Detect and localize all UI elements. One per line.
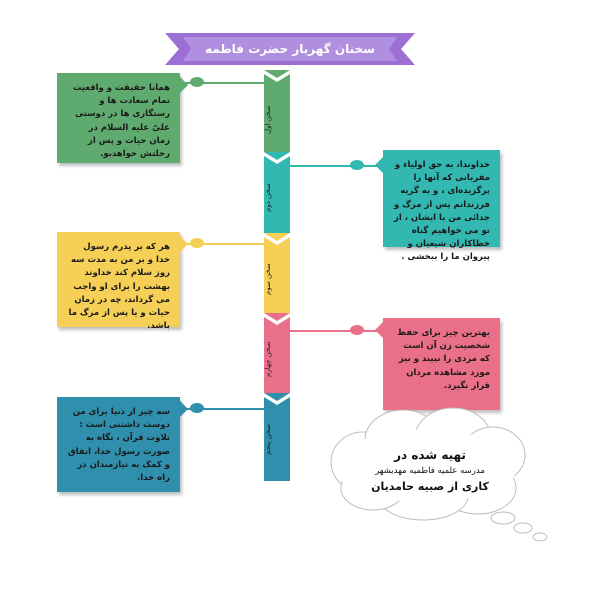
quote-box-2: خداوندا، به حق اولیاء و مقربانی که آنها … — [383, 150, 500, 262]
connector-4 — [290, 330, 380, 332]
connector-2 — [290, 165, 380, 167]
title-banner — [165, 33, 415, 65]
spine-segment-1: سخن اول — [264, 70, 290, 158]
quote-box-4-pointer — [375, 322, 383, 338]
quote-text-4: بهترین چیز برای حفظ شخصیت زن آن است که م… — [397, 328, 490, 391]
cloud-line-3: کاری از صبیه حامدیان — [371, 480, 489, 493]
spine-segment-4: سخن چهارم — [264, 313, 290, 401]
quote-text-1: همانا حقیقت و واقعیت تمام سعادت ها و رست… — [72, 83, 170, 159]
quote-text-5: سه چیز از دنیا برای من دوست داشتنی است :… — [67, 407, 170, 483]
cloud-line-2: مدرسه علمیه فاطمیه مهدیشهر — [375, 466, 485, 476]
quote-box-3-pointer — [180, 236, 188, 252]
connector-1 — [178, 82, 264, 84]
spine-chevrons — [264, 70, 290, 405]
connector-5 — [178, 408, 264, 410]
spine-segment-2: سخن دوم — [264, 152, 290, 240]
connector-3 — [178, 243, 264, 245]
dot-icon — [190, 77, 204, 87]
quote-box-5-pointer — [180, 401, 188, 417]
spine-segment-3: سخن سوم — [264, 233, 290, 321]
dot-icon — [350, 325, 364, 335]
quote-text-2: خداوندا، به حق اولیاء و مقربانی که آنها … — [393, 160, 490, 263]
quote-box-5: سه چیز از دنیا برای من دوست داشتنی است :… — [57, 397, 180, 492]
quote-box-4: بهترین چیز برای حفظ شخصیت زن آن است که م… — [383, 318, 500, 410]
thought-cloud — [330, 407, 548, 542]
quote-box-1-pointer — [180, 77, 188, 93]
quote-text-3: هر که بر پدرم رسول خدا و بر من به مدت سه… — [68, 242, 170, 332]
quote-box-2-pointer — [375, 157, 383, 173]
dot-icon — [350, 160, 364, 170]
cloud-line-1: تهیه شده در — [394, 448, 466, 462]
spine-segment-5: سخن پنجم — [264, 393, 290, 481]
quote-box-1: همانا حقیقت و واقعیت تمام سعادت ها و رست… — [57, 73, 180, 163]
page-title: سخنان گهربار حضرت فاطمه زهرا — [205, 42, 375, 82]
quote-box-3: هر که بر پدرم رسول خدا و بر من به مدت سه… — [57, 232, 180, 331]
dot-icon — [190, 238, 204, 248]
dot-icon — [190, 403, 204, 413]
